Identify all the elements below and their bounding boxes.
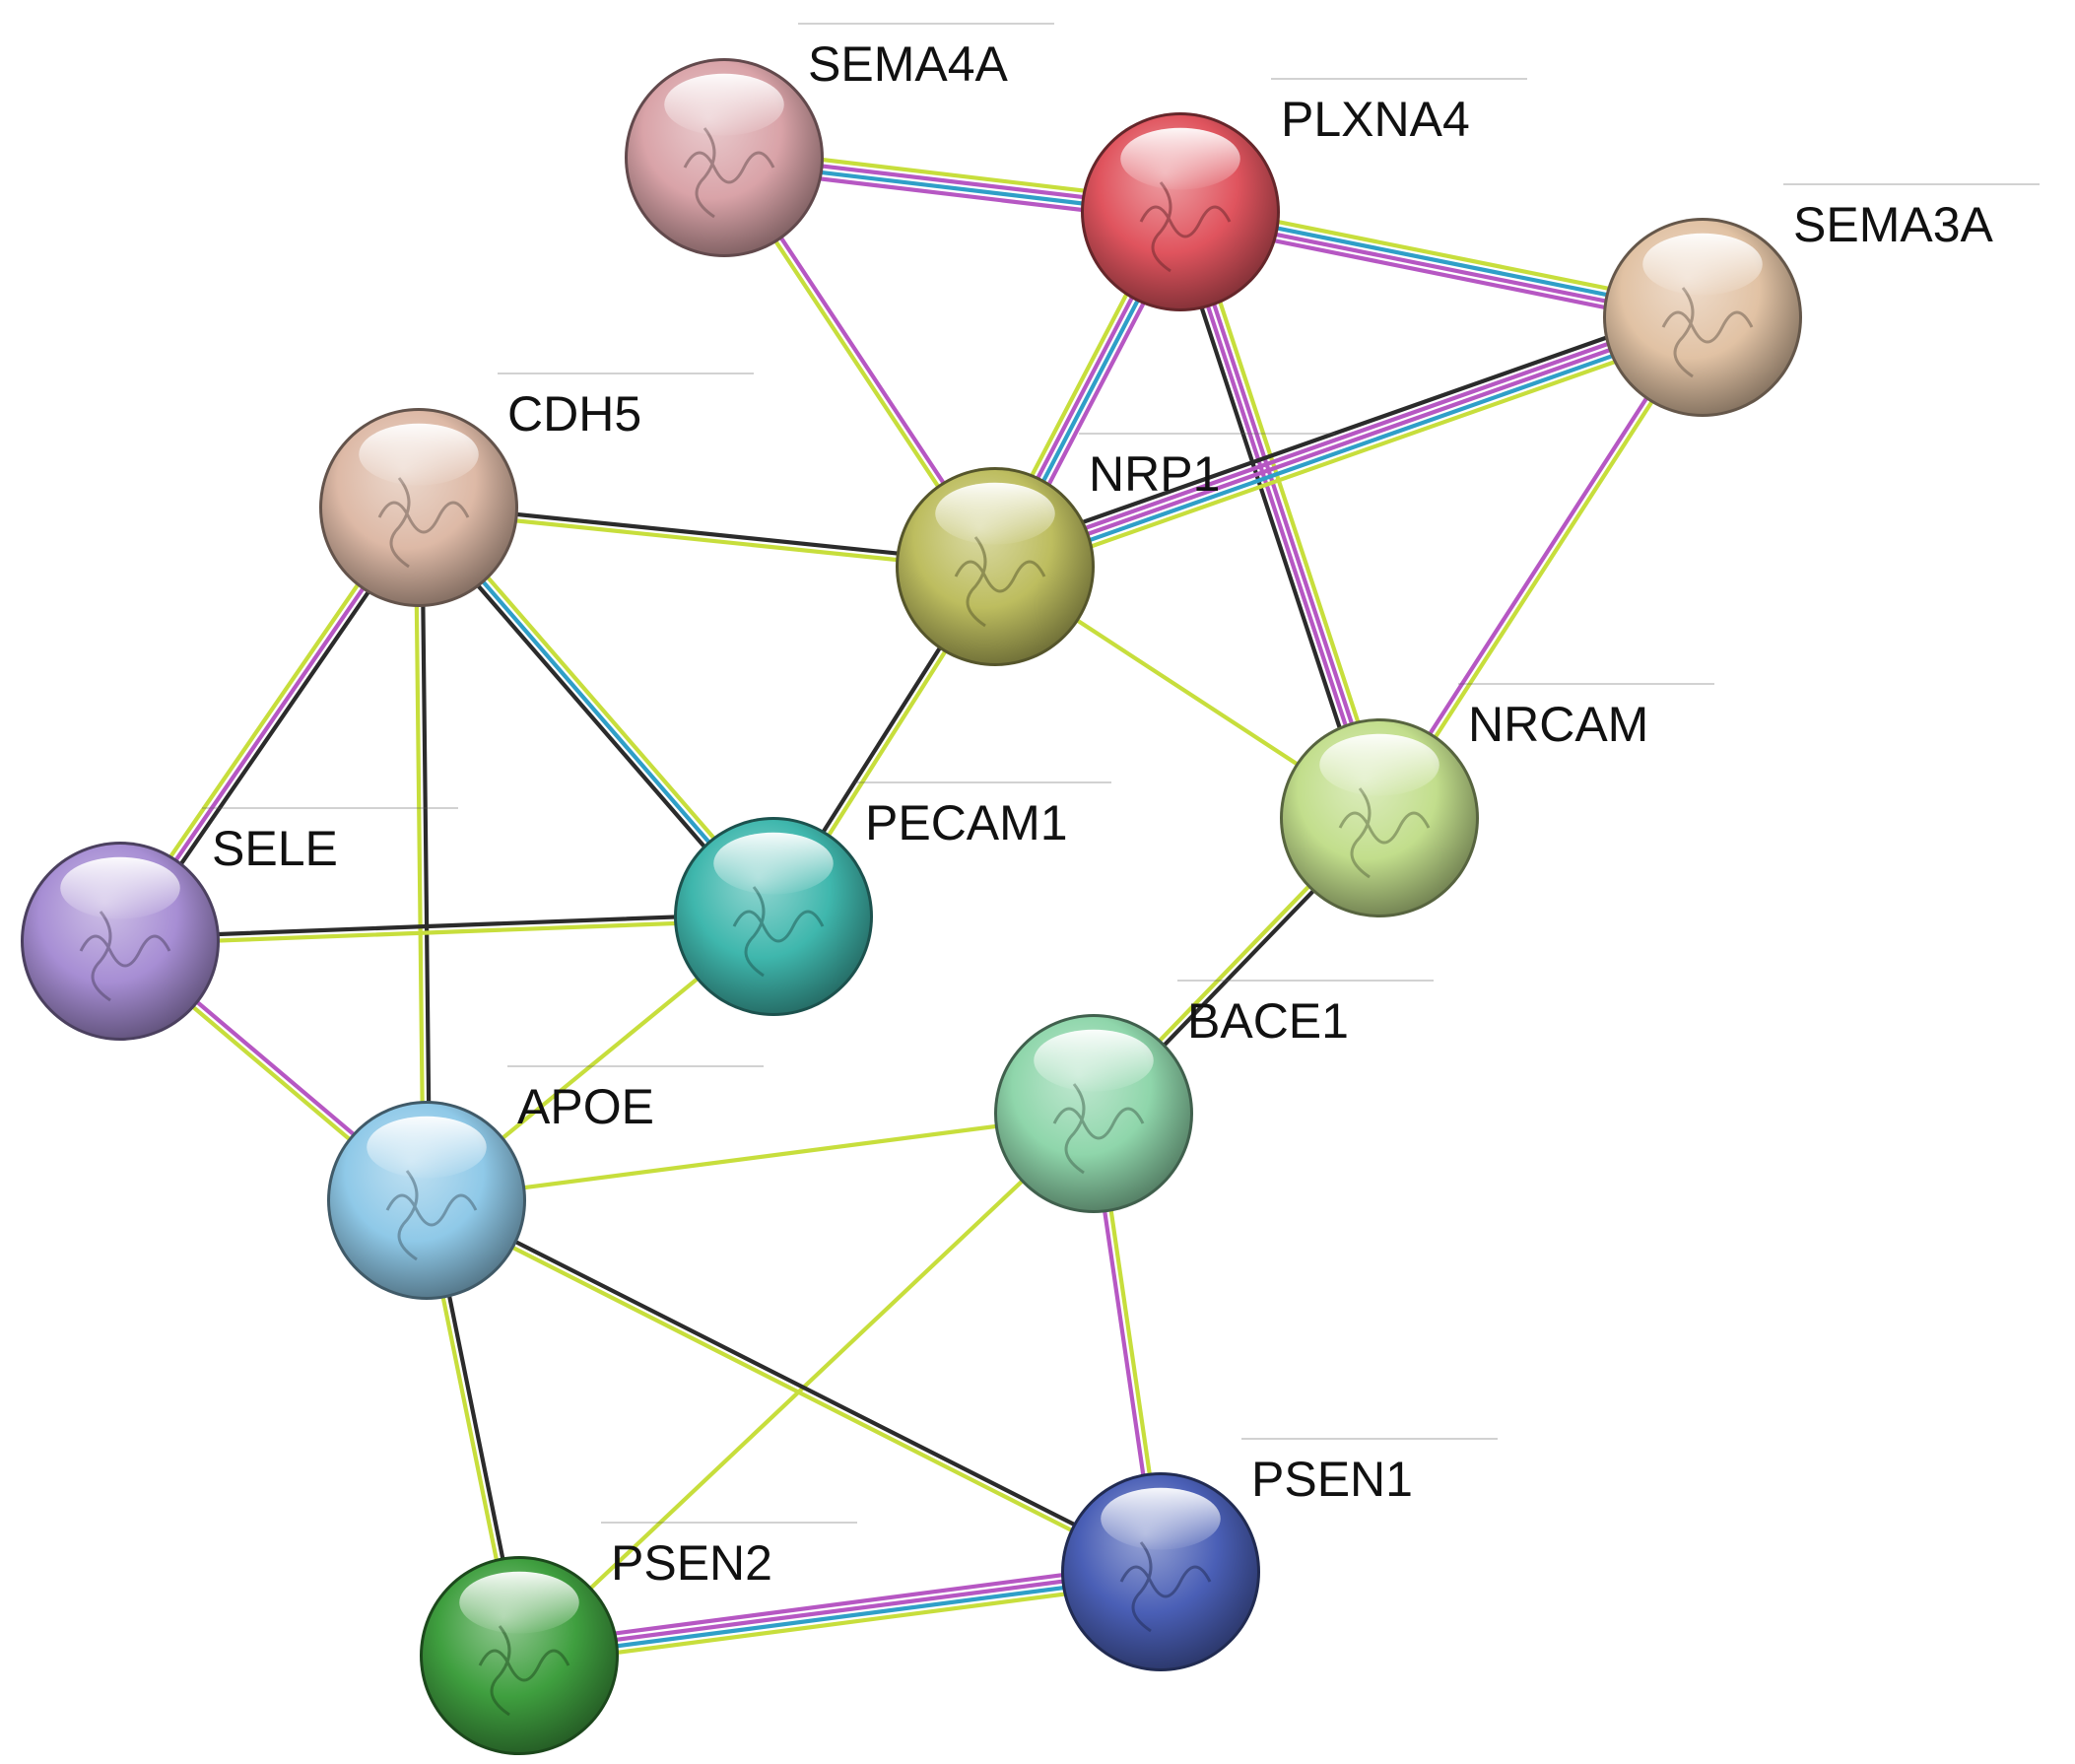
node-highlight [935, 482, 1055, 545]
node-highlight [664, 73, 784, 136]
node-highlight [1120, 127, 1240, 190]
edge-apoe-psen1 [423, 1195, 1165, 1577]
edge-strand-text-mining [1187, 206, 1391, 818]
node-psen2[interactable]: PSEN2 [420, 1522, 857, 1755]
edge-strand-text-mining [118, 917, 776, 947]
node-label: SEMA3A [1793, 197, 1994, 252]
edge-strand-text-mining [424, 1111, 1097, 1203]
node-label: NRCAM [1468, 697, 1648, 752]
protein-structure-icon [954, 536, 1046, 628]
edge-strand-text-mining [413, 505, 426, 1203]
node-nrcam[interactable]: NRCAM [1280, 683, 1714, 917]
protein-structure-icon [1119, 1541, 1212, 1633]
edge-strand-experiments [990, 308, 1703, 563]
edge-strand-text-mining [516, 1111, 1097, 1659]
node-pecam1[interactable]: PECAM1 [674, 781, 1111, 1016]
node-highlight [60, 856, 180, 919]
protein-structure-icon [1661, 287, 1754, 378]
node-label: NRP1 [1089, 446, 1220, 502]
node-highlight [1034, 1029, 1154, 1092]
edge-strand-databases [517, 1573, 1164, 1662]
node-label: PSEN2 [611, 1535, 772, 1591]
node-label: PECAM1 [865, 795, 1068, 850]
protein-structure-icon [377, 477, 470, 569]
edge-strand-coexpression [426, 1195, 1165, 1572]
node-cdh5[interactable]: CDH5 [319, 373, 754, 607]
protein-structure-icon [385, 1170, 478, 1261]
node-plxna4[interactable]: PLXNA4 [1081, 78, 1527, 311]
edge-strand-coexpression [1169, 212, 1372, 824]
edge-cdh5-apoe [413, 505, 433, 1203]
node-label: CDH5 [507, 386, 641, 441]
protein-structure-icon [683, 127, 775, 219]
edge-plxna4-nrcam [1169, 206, 1391, 824]
edge-strand-coexpression [117, 911, 775, 940]
edge-strand-experiments [992, 314, 1706, 570]
node-highlight [1319, 733, 1439, 796]
node-highlight [713, 832, 834, 895]
edge-layer [112, 146, 1709, 1667]
edge-strand-databases [995, 321, 1707, 576]
node-label: SELE [212, 821, 338, 876]
edge-strand-text-mining [997, 327, 1709, 581]
protein-structure-icon [1052, 1083, 1145, 1175]
node-highlight [359, 423, 479, 486]
edge-sele-pecam1 [117, 911, 776, 947]
edge-strand-experiments [1180, 208, 1385, 820]
node-sele[interactable]: SELE [21, 807, 458, 1041]
node-bace1[interactable]: BACE1 [994, 980, 1434, 1213]
node-highlight [367, 1116, 487, 1179]
node-label: APOE [517, 1079, 654, 1134]
protein-structure-icon [732, 886, 825, 978]
node-label: PSEN1 [1251, 1452, 1413, 1507]
protein-structure-icon [1139, 181, 1232, 273]
edge-bace1-psen2 [516, 1111, 1097, 1659]
edge-strand-coexpression [988, 303, 1701, 557]
node-label: PLXNA4 [1281, 92, 1470, 147]
node-sema4a[interactable]: SEMA4A [625, 23, 1054, 257]
node-highlight [1642, 233, 1763, 296]
node-sema3a[interactable]: SEMA3A [1603, 183, 2040, 417]
edge-strand-text-mining [423, 1200, 1162, 1577]
node-highlight [459, 1571, 579, 1634]
protein-structure-icon [1338, 787, 1431, 879]
node-label: SEMA4A [808, 36, 1009, 92]
edge-strand-text-mining [518, 1579, 1165, 1667]
edge-strand-experiments [1174, 210, 1379, 822]
edge-sema3a-nrp1 [988, 303, 1709, 581]
edge-strand-experiments [515, 1560, 1162, 1649]
node-psen1[interactable]: PSEN1 [1061, 1438, 1498, 1671]
protein-structure-icon [79, 911, 171, 1002]
edge-strand-experiments [516, 1566, 1163, 1655]
edge-bace1-apoe [424, 1111, 1097, 1203]
edge-strand-coexpression [420, 505, 433, 1203]
node-label: BACE1 [1187, 993, 1349, 1049]
node-highlight [1101, 1487, 1221, 1550]
protein-structure-icon [478, 1625, 570, 1717]
edge-psen1-psen2 [515, 1560, 1165, 1667]
node-nrp1[interactable]: NRP1 [896, 433, 1335, 666]
node-apoe[interactable]: APOE [327, 1065, 764, 1300]
